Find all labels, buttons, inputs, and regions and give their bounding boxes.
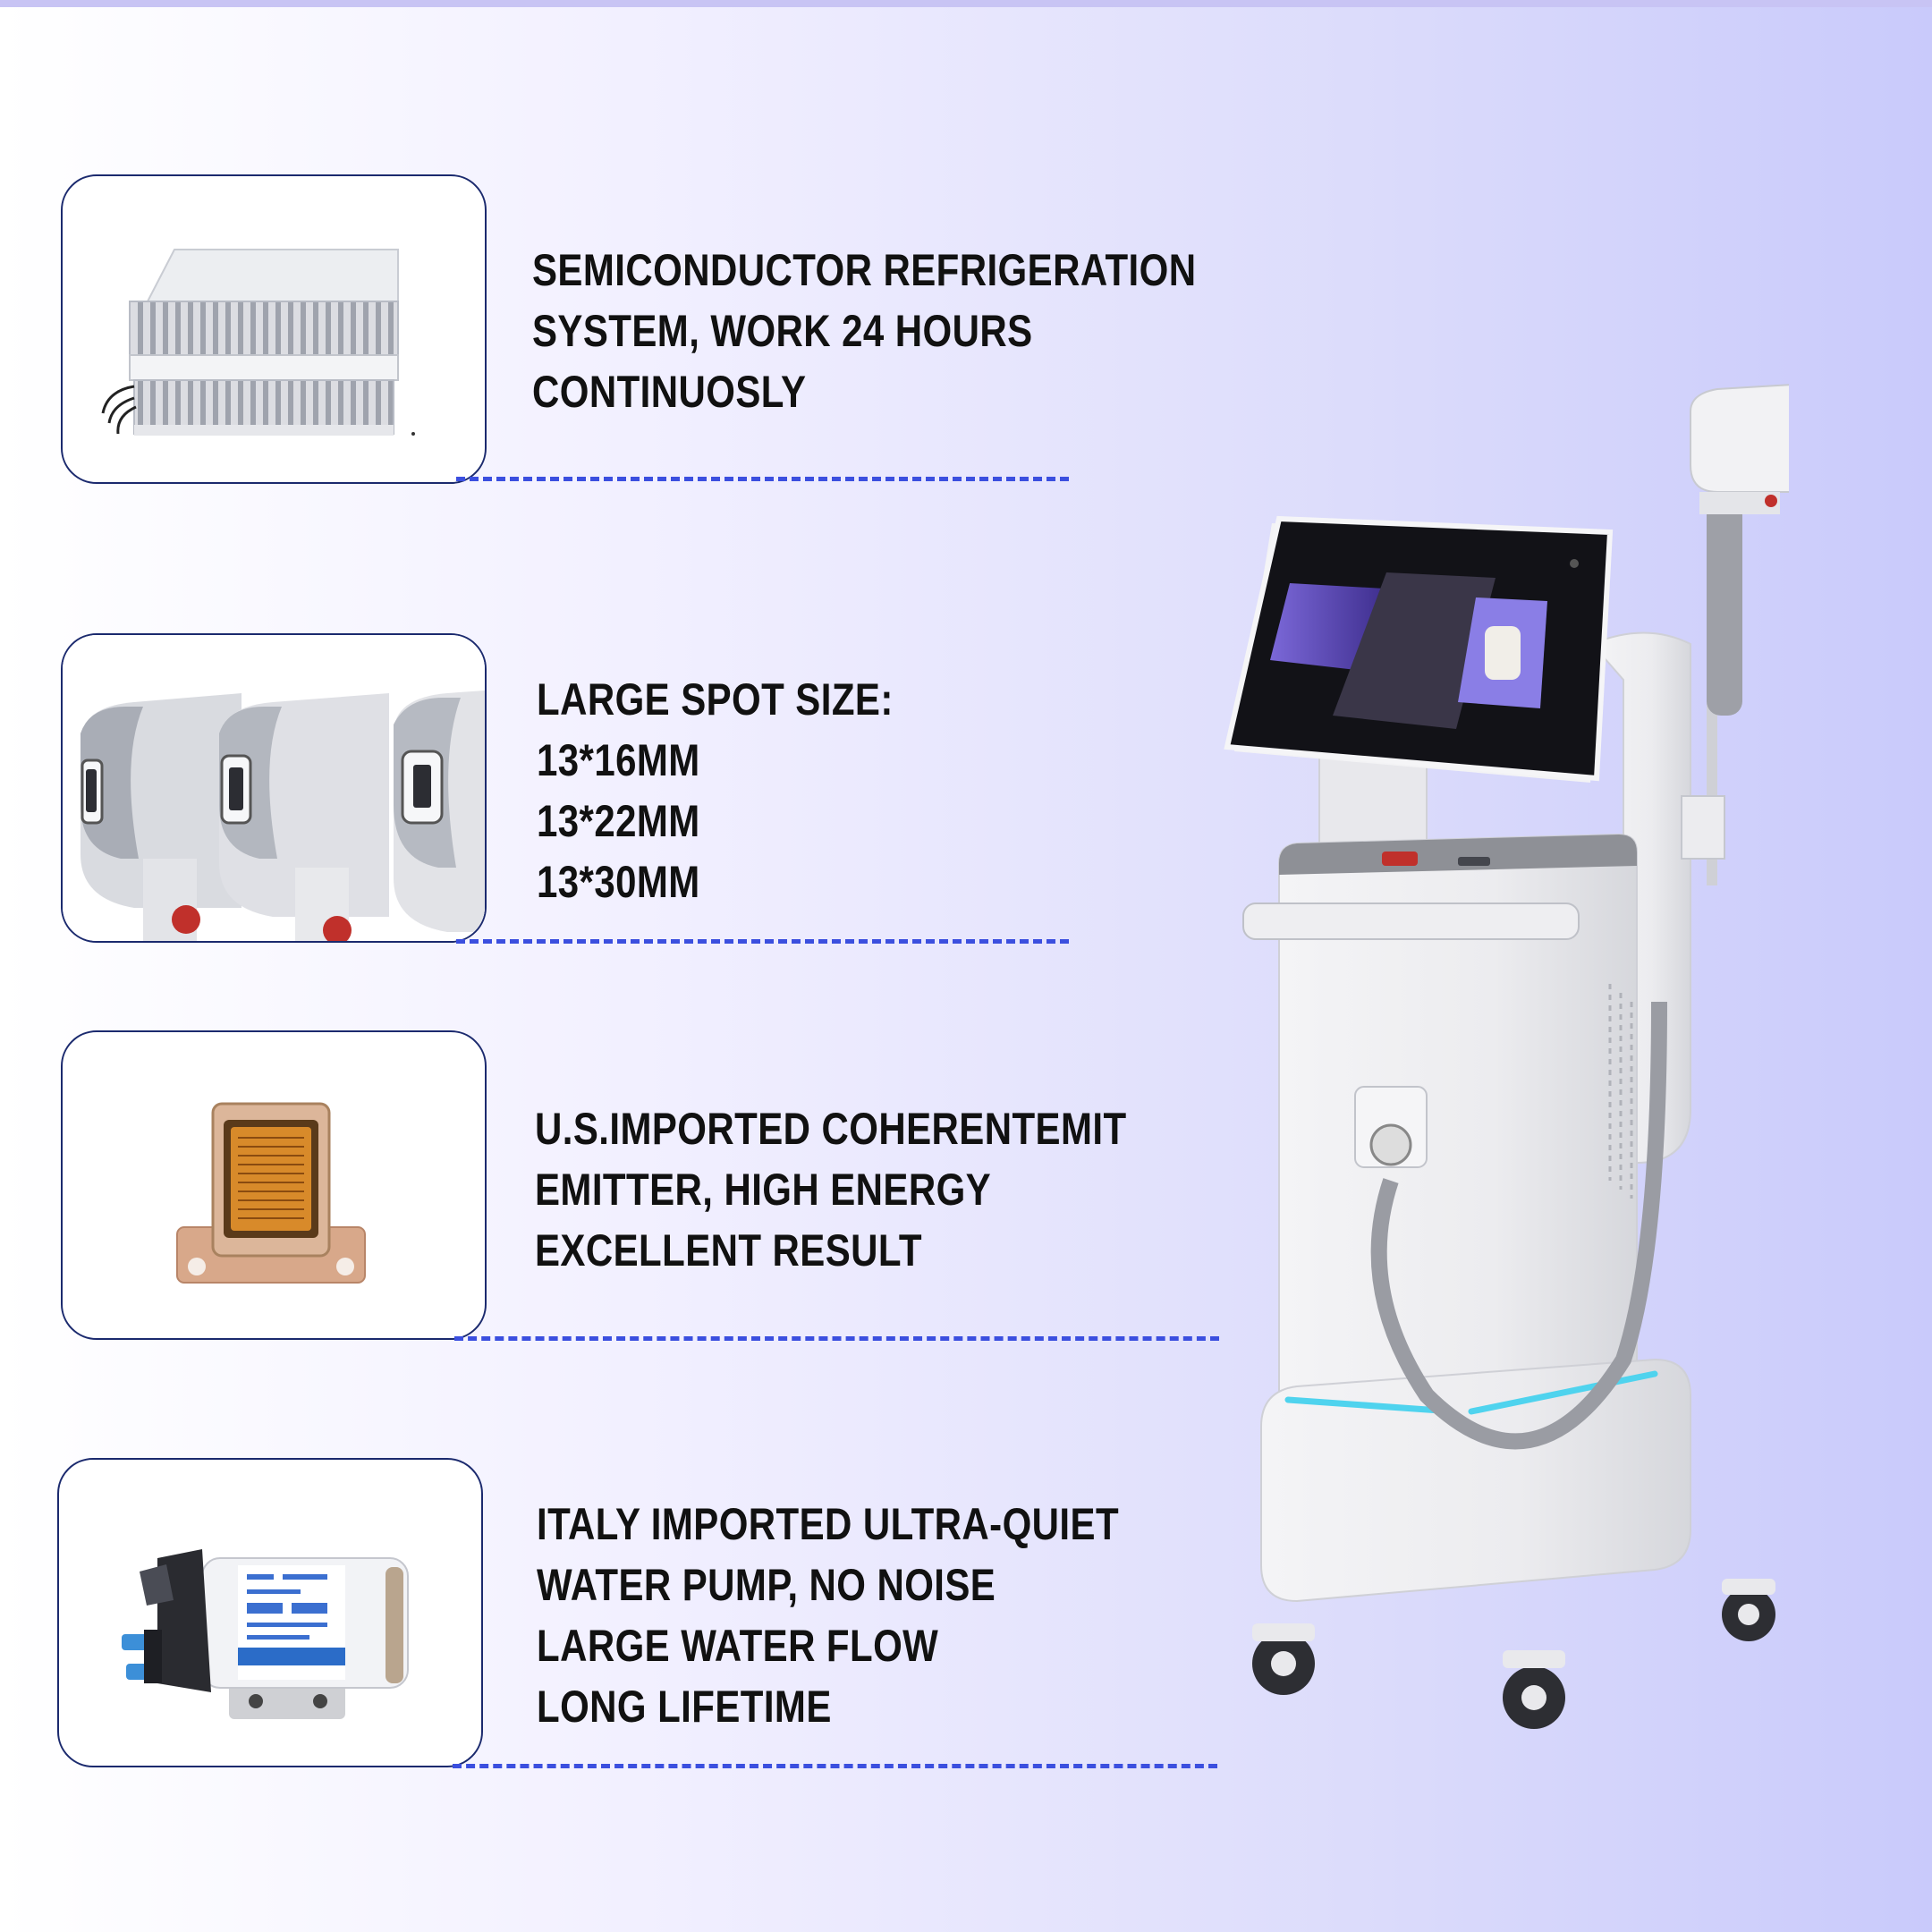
feature-line: ITALY IMPORTED ULTRA-QUIET: [537, 1499, 1120, 1549]
divider-dashed: [453, 1764, 1217, 1768]
divider-dashed: [456, 939, 1069, 944]
feature-card-refrigeration: [61, 174, 487, 484]
feature-line: SEMICONDUCTOR REFRIGERATION: [532, 245, 1197, 295]
feature-line: LARGE SPOT SIZE:: [537, 674, 894, 724]
feature-card-spot-size: [61, 633, 487, 943]
feature-text-refrigeration: SEMICONDUCTOR REFRIGERATION SYSTEM, WORK…: [532, 240, 1196, 422]
water-pump-icon: [122, 1549, 409, 1719]
feature-line: EXCELLENT RESULT: [535, 1225, 922, 1275]
feature-line: U.S.IMPORTED COHERENTEMIT: [535, 1104, 1127, 1154]
laser-emitter-icon: [176, 1102, 366, 1284]
feature-text-water-pump: ITALY IMPORTED ULTRA-QUIET WATER PUMP, N…: [537, 1494, 1119, 1737]
feature-card-water-pump: [57, 1458, 483, 1767]
feature-line: 13*30MM: [537, 857, 700, 907]
feature-line: LARGE WATER FLOW: [537, 1621, 939, 1671]
feature-line: 13*22MM: [537, 796, 700, 846]
feature-line: CONTINUOSLY: [532, 367, 807, 417]
feature-line: LONG LIFETIME: [537, 1682, 832, 1732]
feature-text-spot-size: LARGE SPOT SIZE: 13*16MM 13*22MM 13*30MM: [537, 669, 894, 912]
top-accent-bar: [0, 0, 1932, 7]
laser-machine-icon: [1224, 384, 1789, 1729]
feature-line: EMITTER, HIGH ENERGY: [535, 1165, 992, 1215]
feature-card-emitter: [61, 1030, 487, 1340]
laser-machine: [1216, 376, 1789, 1753]
feature-text-emitter: U.S.IMPORTED COHERENTEMIT EMITTER, HIGH …: [535, 1098, 1127, 1281]
feature-line: 13*16MM: [537, 735, 700, 785]
handpiece-icon: [63, 635, 485, 941]
divider-dashed: [456, 477, 1069, 481]
feature-line: WATER PUMP, NO NOISE: [537, 1560, 996, 1610]
divider-dashed: [454, 1336, 1219, 1341]
refrigeration-unit-icon: [101, 249, 415, 436]
feature-line: SYSTEM, WORK 24 HOURS: [532, 306, 1033, 356]
